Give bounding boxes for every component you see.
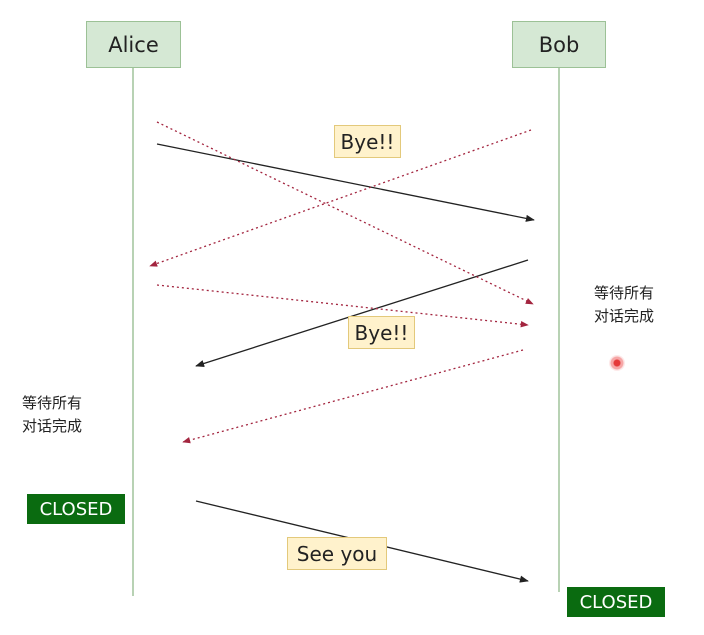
message-label-bye-top: Bye!! — [334, 125, 401, 158]
laser-pointer-dot — [609, 355, 625, 371]
dotted-arrow-bob-to-alice-2 — [182, 349, 524, 444]
solid-arrow-bob-to-alice — [195, 259, 529, 367]
message-label-see-you: See you — [287, 537, 387, 570]
alice-closed-badge: CLOSED — [27, 494, 125, 524]
alice-wait-note: 等待所有 对话完成 — [22, 392, 82, 438]
bob-closed-badge: CLOSED — [567, 587, 665, 617]
actor-bob: Bob — [512, 21, 606, 68]
bob-wait-note: 等待所有 对话完成 — [594, 282, 654, 328]
dotted-arrow-alice-to-bob-2 — [156, 284, 529, 328]
message-label-bye-middle: Bye!! — [348, 316, 415, 349]
actor-alice: Alice — [86, 21, 181, 68]
alice-wait-note-line2: 对话完成 — [22, 417, 83, 435]
bob-wait-note-line2: 对话完成 — [594, 307, 655, 325]
solid-arrow-alice-to-bob-1 — [156, 143, 535, 222]
alice-wait-note-line1: 等待所有 — [22, 394, 83, 412]
bob-wait-note-line1: 等待所有 — [594, 284, 655, 302]
